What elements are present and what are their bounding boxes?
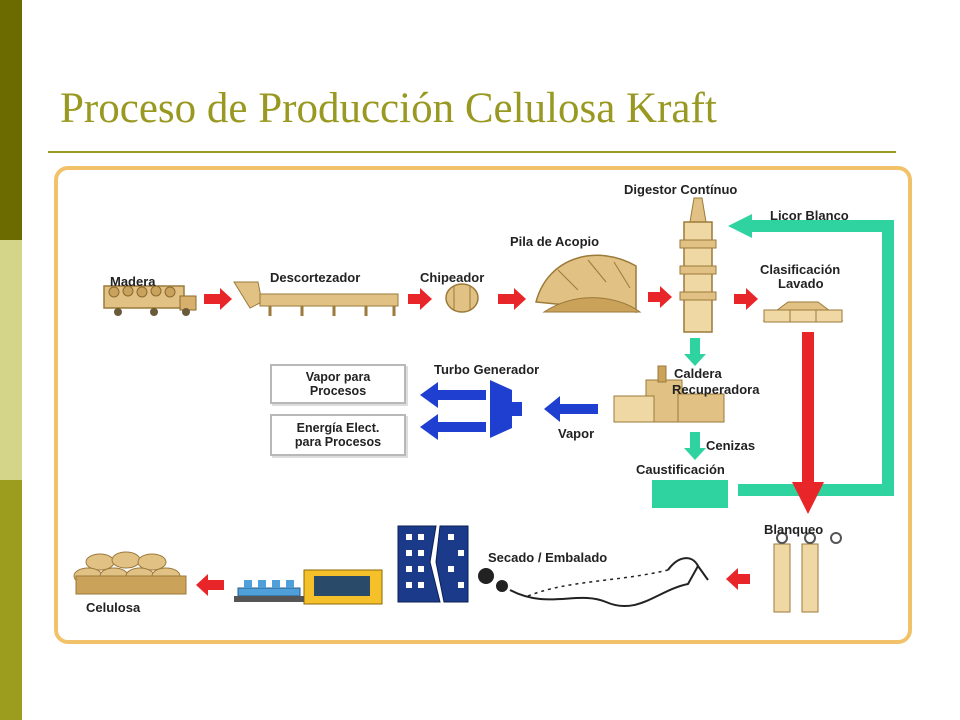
label-licor-blanco: Licor Blanco (770, 208, 849, 223)
energia-line2: para Procesos (294, 435, 382, 449)
flow-arrow-madera-descortezador (204, 288, 232, 310)
flow-arrow-pila-digestor (648, 286, 672, 308)
control-panel-icon (303, 569, 383, 605)
label-celulosa: Celulosa (86, 600, 141, 615)
accent-bar-bottom (0, 480, 22, 720)
flow-arrow-digestor-caldera (684, 338, 706, 366)
chipper-icon (445, 283, 479, 313)
truck-icon (103, 285, 197, 316)
press-section-icon (397, 525, 469, 603)
debarker-icon (233, 281, 399, 316)
accent-bar-top (0, 0, 22, 240)
flow-arrow-lavado-blanqueo (792, 332, 824, 514)
label-pila-acopio: Pila de Acopio (510, 234, 600, 249)
flow-arrow-caldera-turbo (544, 396, 598, 422)
output-box-vapor-procesos: Vapor para Procesos (270, 364, 406, 404)
pulp-bales-icon (73, 551, 187, 595)
label-blanqueo: Blanqueo (764, 522, 824, 537)
flow-arrow-secado-celulosa (196, 574, 224, 596)
dryer-machine-icon (478, 557, 709, 608)
recovery-boiler-icon (613, 365, 725, 423)
label-caldera: Caldera (674, 366, 722, 381)
digester-tower-icon (679, 197, 717, 333)
label-lavado: Lavado (778, 276, 824, 291)
diagram-drawing (73, 197, 894, 613)
flow-arrow-turbo-vapor (420, 382, 486, 408)
vapor-procesos-line1: Vapor para (305, 370, 371, 384)
output-box-energia: Energía Elect. para Procesos (270, 414, 406, 456)
flow-arrow-caldera-caustificacion (684, 432, 706, 460)
flow-arrow-chipeador-pila (498, 288, 526, 310)
turbine-icon (490, 380, 522, 438)
label-madera: Madera (110, 274, 156, 289)
label-vapor: Vapor (558, 426, 595, 441)
washing-screens-icon (762, 301, 844, 323)
bleaching-towers-icon (773, 532, 842, 613)
caustification-tank (652, 480, 728, 508)
label-cenizas: Cenizas (706, 438, 756, 453)
label-turbo-generador: Turbo Generador (434, 362, 540, 377)
conveyor-icon (234, 580, 304, 602)
label-descortezador: Descortezador (270, 270, 361, 285)
flow-arrow-digestor-clasificacion (734, 288, 758, 310)
slide-title: Proceso de Producción Celulosa Kraft (60, 85, 717, 132)
accent-bar-middle (0, 240, 22, 480)
process-diagram: Madera Descortezador Chipeador Pila de A… (54, 166, 912, 644)
flow-arrow-turbo-energia (420, 414, 486, 440)
label-digestor: Digestor Contínuo (624, 182, 738, 197)
vapor-procesos-line2: Procesos (309, 384, 367, 398)
chip-pile-icon (535, 254, 642, 313)
label-recuperadora: Recuperadora (672, 382, 760, 397)
energia-line1: Energía Elect. (296, 421, 380, 435)
flow-arrow-blanqueo-secado (726, 568, 750, 590)
label-secado: Secado / Embalado (488, 550, 608, 565)
title-underline (48, 151, 896, 153)
flow-arrow-descortezador-chipeador (408, 288, 432, 310)
label-chipeador: Chipeador (420, 270, 485, 285)
label-caustificacion: Caustificación (636, 462, 725, 477)
label-clasificacion: Clasificación (760, 262, 841, 277)
